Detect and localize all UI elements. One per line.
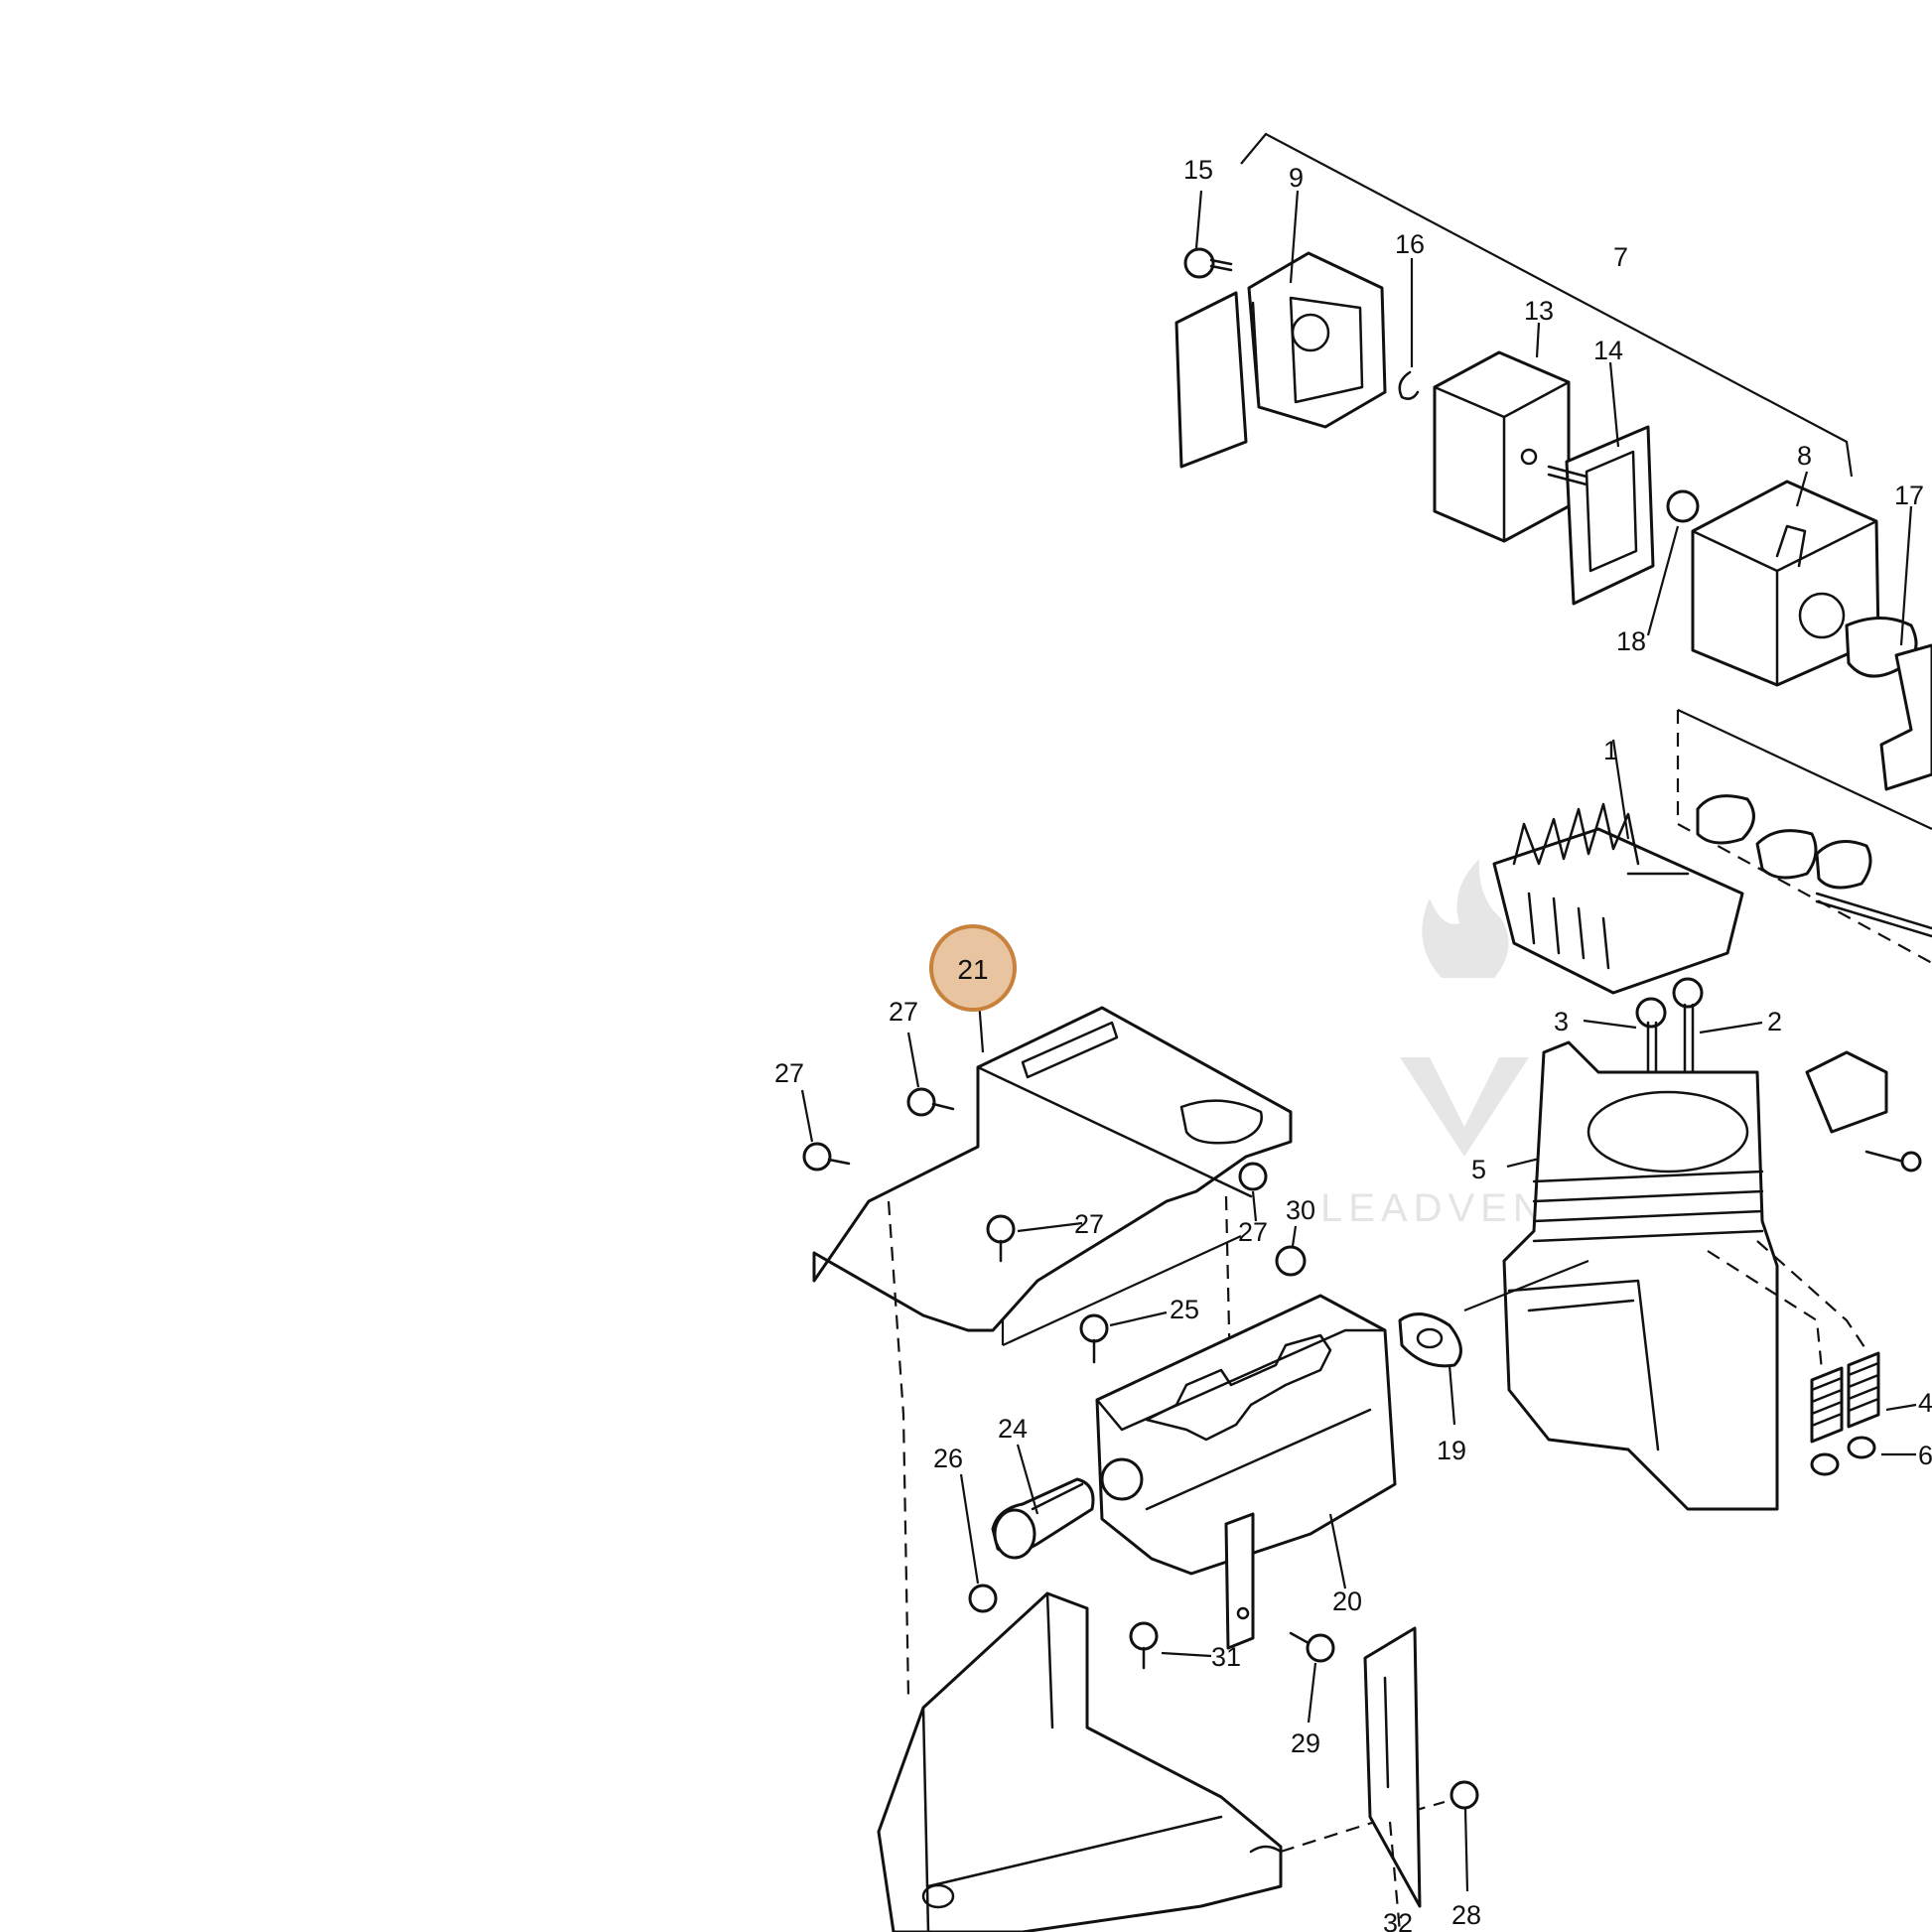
callout-14[interactable]: 14 xyxy=(1593,336,1623,365)
callout-7[interactable]: 7 xyxy=(1613,242,1628,272)
callout-16[interactable]: 16 xyxy=(1395,229,1425,259)
fasteners xyxy=(800,1032,1589,1892)
callout-19[interactable]: 19 xyxy=(1437,1436,1466,1465)
callout-6[interactable]: 6 xyxy=(1918,1441,1932,1470)
callout-2[interactable]: 2 xyxy=(1767,1007,1782,1036)
callout-24[interactable]: 24 xyxy=(998,1414,1028,1444)
muffler-20 xyxy=(1095,1294,1397,1650)
callout-25[interactable]: 25 xyxy=(1170,1295,1199,1324)
highlight-part-21[interactable]: 21 xyxy=(929,924,1017,1012)
callout-8[interactable]: 8 xyxy=(1797,441,1812,471)
callout-29[interactable]: 29 xyxy=(1291,1728,1320,1758)
callout-27-a[interactable]: 27 xyxy=(889,997,918,1027)
callout-21-label[interactable]: 21 xyxy=(957,954,988,985)
callout-31[interactable]: 31 xyxy=(1211,1642,1241,1672)
callout-30[interactable]: 30 xyxy=(1286,1195,1315,1225)
callout-27-d[interactable]: 27 xyxy=(1238,1217,1268,1247)
callout-5[interactable]: 5 xyxy=(1471,1155,1486,1184)
callout-3[interactable]: 3 xyxy=(1554,1007,1569,1036)
callout-labels: 15 9 16 7 13 14 8 17 18 1 3 2 5 27 27 27… xyxy=(774,155,1932,1932)
callout-28[interactable]: 28 xyxy=(1451,1900,1481,1930)
callout-26[interactable]: 26 xyxy=(933,1444,963,1473)
callout-9[interactable]: 9 xyxy=(1289,163,1304,193)
callout-32[interactable]: 32 xyxy=(1383,1908,1413,1932)
callout-13[interactable]: 13 xyxy=(1524,296,1554,326)
callout-17[interactable]: 17 xyxy=(1894,481,1924,510)
lower-shield xyxy=(877,1591,1446,1932)
screw-15-icon xyxy=(1183,247,1233,279)
callout-1[interactable]: 1 xyxy=(1603,736,1618,765)
spark-arrester-24 xyxy=(991,1444,1095,1560)
callout-4[interactable]: 4 xyxy=(1918,1388,1932,1418)
callout-27-b[interactable]: 27 xyxy=(774,1058,804,1088)
callout-15[interactable]: 15 xyxy=(1183,155,1213,185)
callout-27-c[interactable]: 27 xyxy=(1074,1209,1104,1239)
callout-20[interactable]: 20 xyxy=(1332,1587,1362,1616)
heat-shield-21 xyxy=(812,987,1293,1699)
callout-18[interactable]: 18 xyxy=(1616,626,1646,656)
cylinder-head-group xyxy=(1492,709,1932,1511)
air-cleaner-group xyxy=(1174,132,1932,791)
